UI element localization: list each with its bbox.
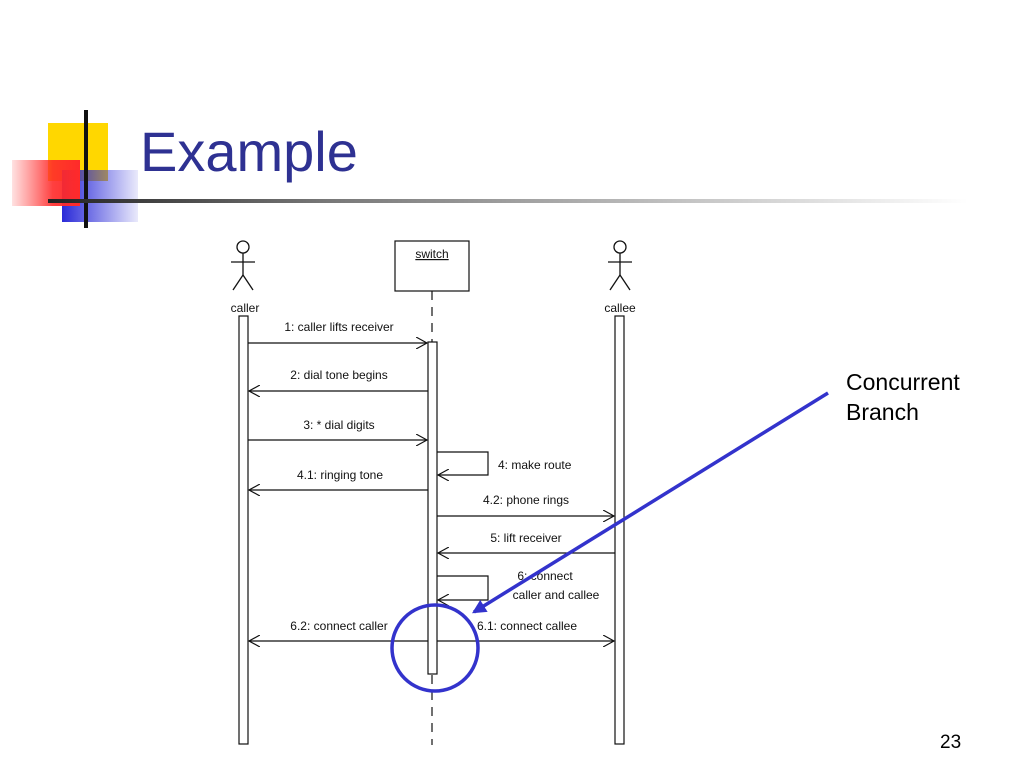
message-6-1-label: 6.1: connect callee <box>477 619 577 633</box>
slide-title: Example <box>140 120 358 183</box>
caller-activation-bar <box>238 315 249 745</box>
message-4-label: 4: make route <box>498 458 572 472</box>
switch-object-label: switch <box>415 247 448 261</box>
actor-callee-label: callee <box>604 301 636 315</box>
callout-line-1: Concurrent <box>846 369 960 395</box>
message-4-2-label: 4.2: phone rings <box>483 493 569 507</box>
actor-caller-head-icon <box>236 240 250 254</box>
title-underline <box>48 199 968 203</box>
message-6-label-line1: 6: connect <box>517 569 573 583</box>
title-decoration <box>12 110 968 228</box>
switch-activation-bar <box>427 341 438 675</box>
actor-callee <box>608 240 632 291</box>
message-1-label: 1: caller lifts receiver <box>284 320 393 334</box>
message-3-label: 3: * dial digits <box>303 418 374 432</box>
actor-caller <box>231 240 255 291</box>
concurrent-branch-callout: Concurrent Branch <box>846 367 960 427</box>
callout-line-2: Branch <box>846 399 919 425</box>
actor-caller-label: caller <box>231 301 260 315</box>
deco-red-square <box>12 160 80 206</box>
switch-object-box <box>394 240 470 292</box>
concurrent-branch-pointer-arrow <box>472 391 829 614</box>
deco-vertical-bar <box>84 110 88 228</box>
message-6-self-arrow <box>437 575 489 600</box>
message-4-self-arrow <box>437 451 489 475</box>
message-5-label: 5: lift receiver <box>490 531 561 545</box>
message-6-label-line2: caller and callee <box>513 588 600 602</box>
concurrent-branch-highlight <box>390 603 480 693</box>
message-4-1-label: 4.1: ringing tone <box>297 468 383 482</box>
page-number: 23 <box>940 732 962 753</box>
message-2-label: 2: dial tone begins <box>290 368 387 382</box>
actor-callee-head-icon <box>613 240 627 254</box>
callee-activation-bar <box>614 315 625 745</box>
message-6-2-label: 6.2: connect caller <box>290 619 387 633</box>
